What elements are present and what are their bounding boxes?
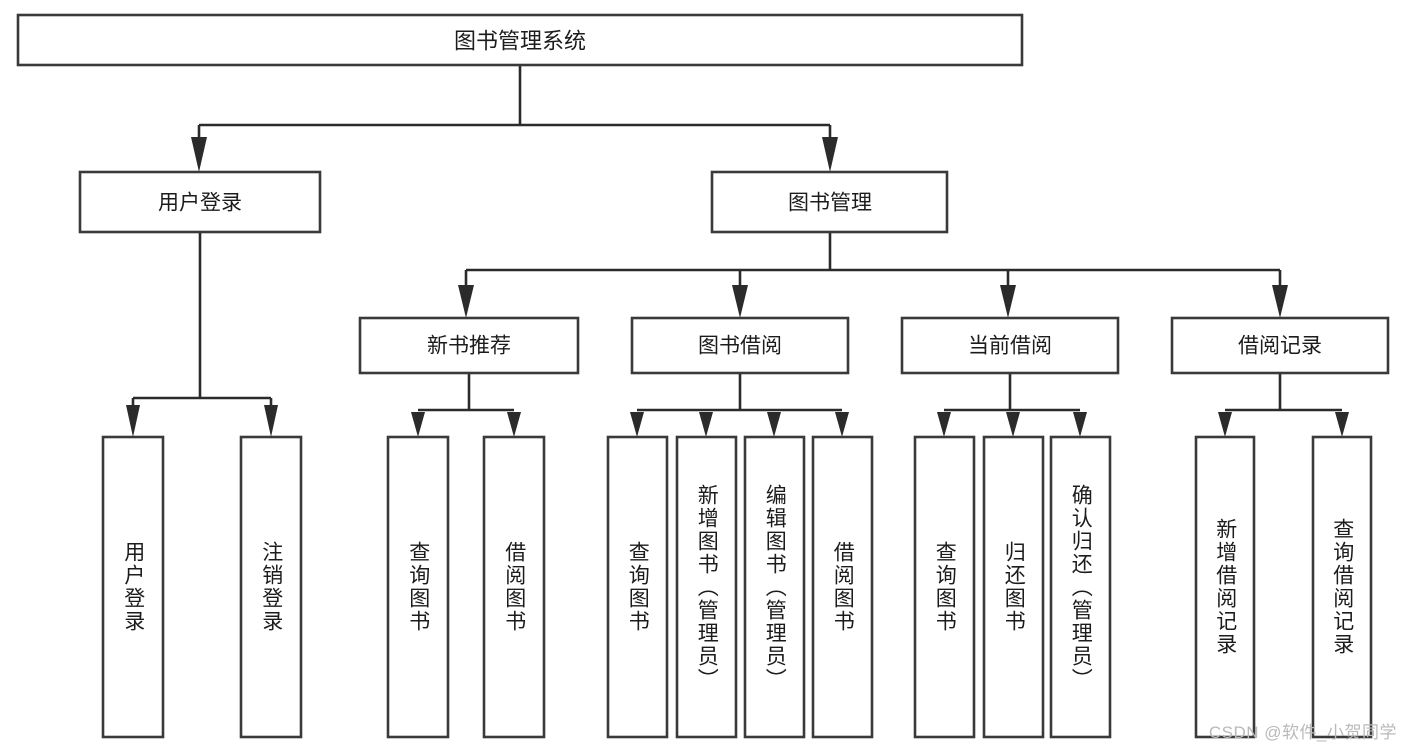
- node-label-current-borrow: 当前借阅: [968, 335, 1052, 358]
- arrow-borrow-to-add: [699, 412, 713, 437]
- node-box-leaf-add-record[interactable]: [1194, 435, 1256, 739]
- connector-group-record: [1218, 373, 1349, 437]
- arrow-newbook-to-query: [411, 412, 425, 437]
- node-box-leaf-add-book[interactable]: [675, 435, 738, 739]
- arrow-bookmgmt-to-current: [1000, 285, 1016, 318]
- node-box-leaf-query-record[interactable]: [1311, 435, 1373, 739]
- node-box-root[interactable]: [16, 13, 1024, 67]
- arrow-userlogin-to-leaf-logout: [264, 405, 278, 437]
- node-box-leaf-return-book[interactable]: [982, 435, 1045, 739]
- arrow-bookmgmt-to-borrow: [732, 285, 748, 318]
- arrow-current-to-return: [1006, 412, 1020, 437]
- node-label-borrow-record: 借阅记录: [1238, 335, 1322, 358]
- node-box-current-borrow[interactable]: [900, 316, 1120, 375]
- arrow-record-to-query: [1335, 412, 1349, 437]
- connector-group-book-mgmt: [458, 232, 1288, 318]
- node-box-leaf-query-book-3[interactable]: [913, 435, 976, 739]
- node-label-user-login: 用户登录: [158, 192, 242, 215]
- node-label-new-book-recommend: 新书推荐: [427, 335, 511, 358]
- arrow-bookmgmt-to-record: [1272, 285, 1288, 318]
- node-box-leaf-logout[interactable]: [239, 435, 303, 739]
- arrow-borrow-to-edit: [767, 412, 781, 437]
- arrow-current-to-query: [937, 412, 951, 437]
- node-box-leaf-user-login[interactable]: [101, 435, 165, 739]
- node-box-leaf-query-book-1[interactable]: [386, 435, 450, 739]
- node-box-leaf-borrow-book-1[interactable]: [482, 435, 546, 739]
- arrow-bookmgmt-to-new-book: [458, 285, 474, 318]
- arrow-record-to-add: [1218, 412, 1232, 437]
- node-box-leaf-query-book-2[interactable]: [606, 435, 669, 739]
- node-box-user-login[interactable]: [78, 170, 322, 234]
- node-box-leaf-borrow-book-2[interactable]: [811, 435, 874, 739]
- connector-group-current: [937, 373, 1087, 437]
- arrow-borrow-to-lend: [835, 412, 849, 437]
- node-label-root: 图书管理系统: [454, 29, 586, 54]
- node-box-book-management[interactable]: [710, 170, 949, 234]
- node-box-leaf-edit-book[interactable]: [743, 435, 806, 739]
- connector-group-borrow: [630, 373, 849, 437]
- arrow-current-to-confirm: [1073, 412, 1087, 437]
- arrow-root-to-book-mgmt: [822, 137, 838, 172]
- node-box-leaf-confirm-return[interactable]: [1049, 435, 1112, 739]
- node-box-borrow-record[interactable]: [1170, 316, 1390, 375]
- csdn-watermark: CSDN @软件_小贺同学: [1208, 723, 1397, 742]
- node-label-book-borrow: 图书借阅: [698, 335, 782, 358]
- arrow-userlogin-to-leaf-login: [126, 405, 140, 437]
- node-box-book-borrow[interactable]: [630, 316, 850, 375]
- node-box-new-book-recommend[interactable]: [358, 316, 580, 375]
- connector-group-root: [191, 65, 838, 172]
- arrow-newbook-to-borrow: [507, 412, 521, 437]
- connector-group-user-login: [126, 232, 278, 437]
- connector-group-new-book: [411, 373, 521, 437]
- arrow-root-to-user-login: [191, 137, 207, 172]
- arrow-borrow-to-query: [630, 412, 644, 437]
- node-label-book-management: 图书管理: [788, 192, 872, 215]
